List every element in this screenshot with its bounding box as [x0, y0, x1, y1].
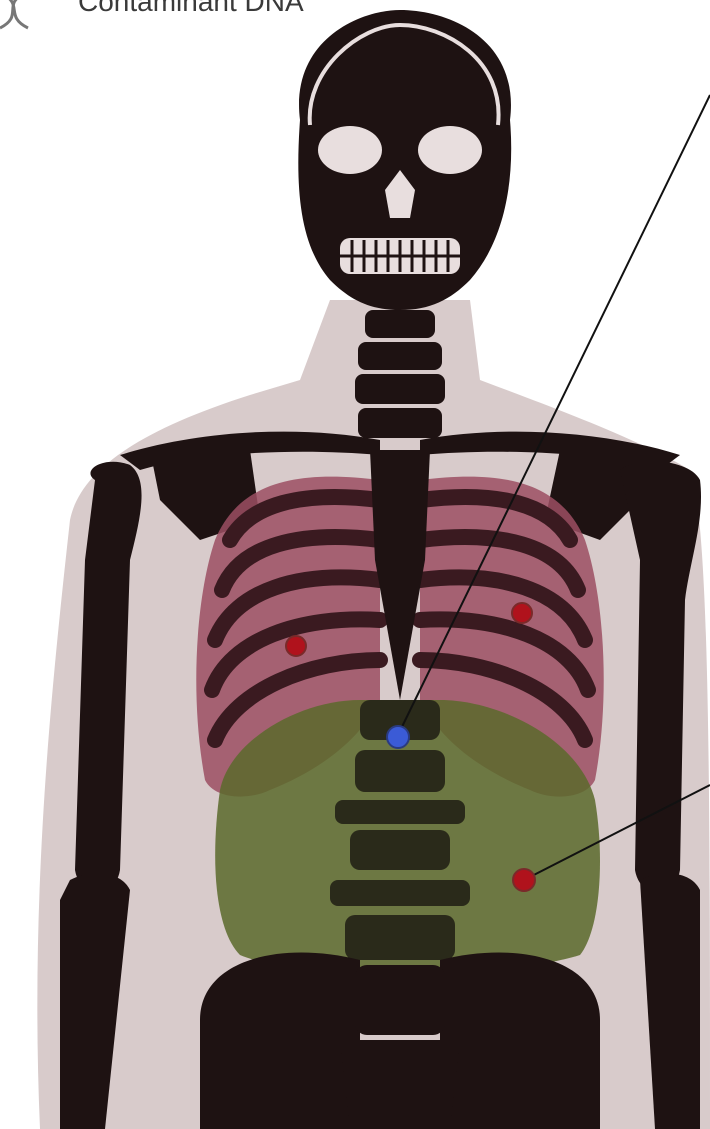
abdomen-marker	[513, 869, 535, 891]
pelvis	[200, 953, 600, 1129]
lung-right-marker	[286, 636, 306, 656]
lung-left-marker	[512, 603, 532, 623]
skull	[298, 10, 511, 310]
cervical-spine	[355, 310, 445, 438]
spine-marker	[387, 726, 409, 748]
